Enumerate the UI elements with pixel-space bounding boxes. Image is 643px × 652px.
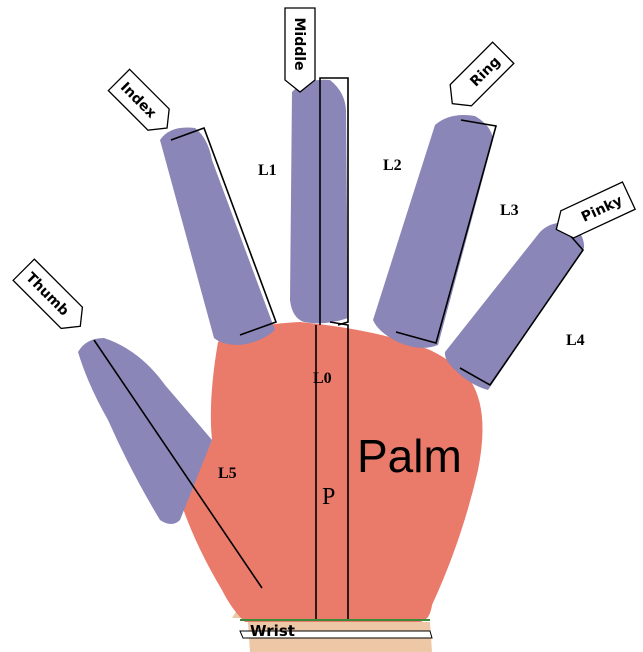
- middle-tag: Middle: [285, 8, 315, 92]
- p-label: P: [322, 484, 335, 510]
- l3-label: L3: [500, 202, 519, 219]
- l5-label: L5: [218, 465, 237, 482]
- l2-label: L2: [383, 157, 402, 174]
- palm-label: Palm: [357, 430, 462, 482]
- l4-label: L4: [566, 332, 585, 349]
- l0-label: L0: [313, 370, 332, 387]
- ring-finger: [373, 115, 493, 348]
- ring-tag: Ring: [442, 42, 514, 114]
- l1-label: L1: [258, 162, 277, 179]
- wrist-label: Wrist: [250, 622, 295, 640]
- index-finger: [160, 128, 275, 346]
- middle-tag-label: Middle: [291, 17, 307, 70]
- thumb-tag: Thumb: [13, 259, 91, 337]
- pinky-finger: [445, 222, 584, 390]
- index-tag: Index: [108, 69, 177, 138]
- middle-finger: [290, 80, 348, 324]
